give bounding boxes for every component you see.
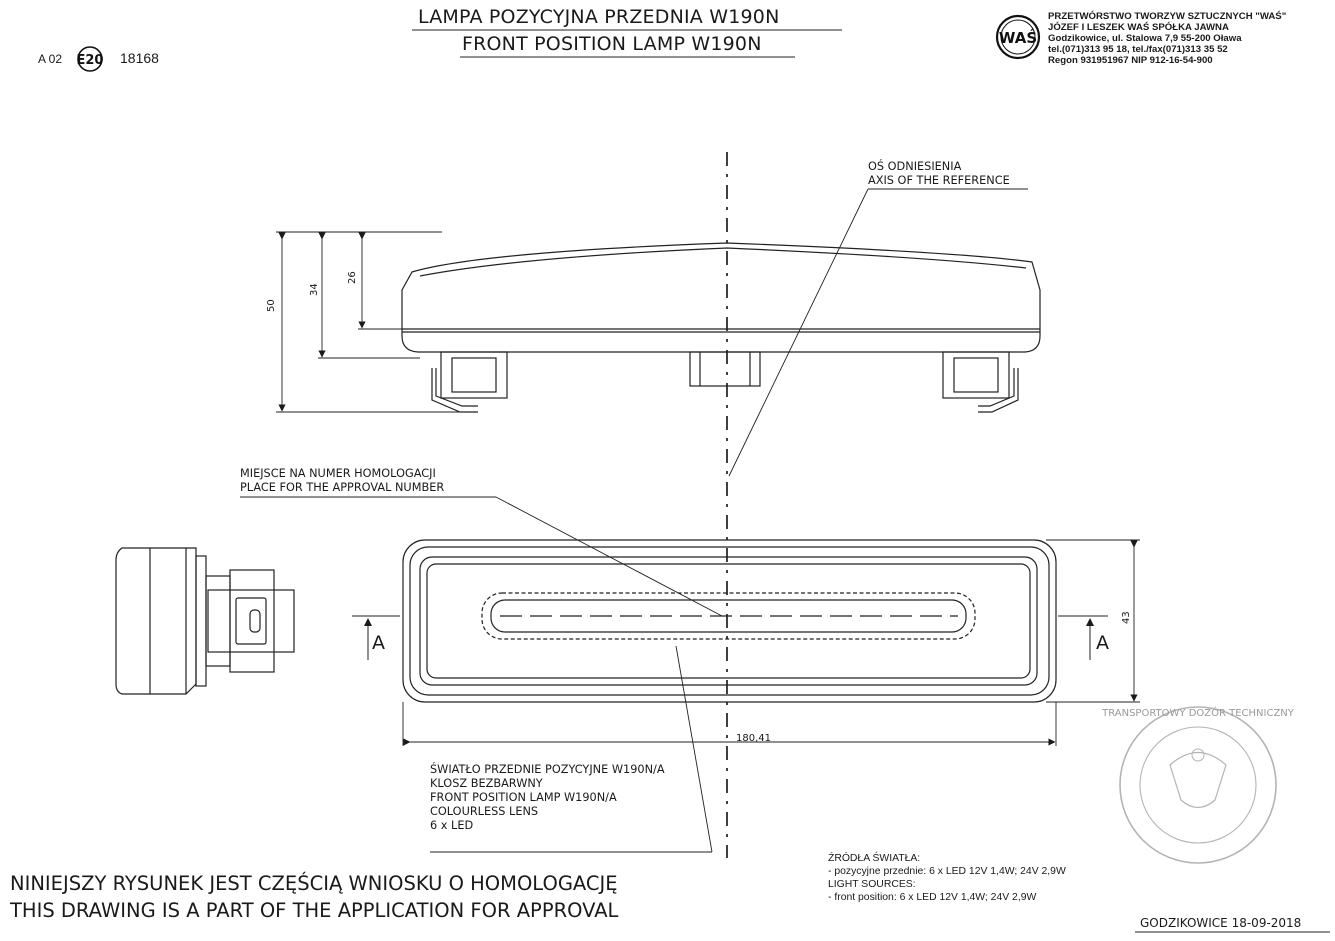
axis-callout-pl: OŚ ODNIESIENIA (868, 160, 962, 173)
depth-dimension (1046, 539, 1140, 703)
light-sources-line: ŹRÓDŁA ŚWIATŁA: (828, 853, 921, 864)
lamp-side-view (401, 242, 1041, 413)
e-mark-icon: E20 (77, 46, 104, 72)
lamp-callout-line: KLOSZ BEZBARWNY (430, 777, 543, 790)
section-mark-left: A (372, 632, 385, 654)
lamp-callout-leader (430, 645, 713, 853)
light-sources-line: LIGHT SOURCES: (828, 879, 916, 890)
homologation-callout: MIEJSCE NA NUMER HOMOLOGACJI PLACE FOR T… (240, 467, 444, 495)
company-line: Regon 931951967 NIP 912-16-54-900 (1048, 55, 1213, 66)
axis-callout-leader (728, 188, 1028, 477)
light-sources: ŹRÓDŁA ŚWIATŁA: - pozycyjne przednie: 6 … (828, 852, 1066, 904)
axis-callout-en: AXIS OF THE REFERENCE (868, 174, 1010, 187)
official-stamp-icon (1119, 706, 1277, 864)
lamp-callout-line: 6 x LED (430, 819, 474, 832)
height-dimensions (276, 231, 470, 413)
company-line: PRZETWÓRSTWO TWORZYW SZTUCZNYCH "WAŚ" (1048, 11, 1287, 22)
lamp-end-view (115, 547, 295, 695)
title-english: FRONT POSITION LAMP W190N (462, 33, 762, 55)
lamp-callout-line: ŚWIATŁO PRZEDNIE POZYCYJNE W190N/A (430, 763, 665, 776)
axis-callout: OŚ ODNIESIENIA AXIS OF THE REFERENCE (868, 160, 1010, 188)
homologation-callout-leader (240, 496, 723, 617)
title-polish: LAMPA POZYCYJNA PRZEDNIA W190N (418, 6, 780, 28)
company-info: PRZETWÓRSTWO TWORZYW SZTUCZNYCH "WAŚ" JÓ… (1048, 11, 1286, 66)
company-logo-icon: WAŚ (995, 14, 1041, 60)
company-line: Godzikowice, ul. Stalowa 7,9 55-200 Oław… (1048, 33, 1242, 44)
statement-polish: NINIEJSZY RYSUNEK JEST CZĘŚCIĄ WNIOSKU O… (10, 872, 618, 895)
stamp-text: TRANSPORTOWY DOZÓR TECHNICZNY (1101, 706, 1295, 719)
light-sources-line: - front position: 6 x LED 12V 1,4W; 24V … (828, 892, 1037, 903)
section-arrows (352, 615, 1108, 660)
section-mark-right: A (1096, 632, 1109, 654)
width-dimension (402, 702, 1057, 746)
lamp-callout: ŚWIATŁO PRZEDNIE POZYCYJNE W190N/A KLOSZ… (430, 763, 665, 833)
approval-number: 18168 (120, 50, 159, 66)
homologation-callout-pl: MIEJSCE NA NUMER HOMOLOGACJI (240, 467, 436, 480)
svg-text:E20: E20 (77, 53, 104, 68)
statement-english: THIS DRAWING IS A PART OF THE APPLICATIO… (10, 899, 619, 922)
lamp-callout-line: FRONT POSITION LAMP W190N/A (430, 791, 617, 804)
light-sources-line: - pozycyjne przednie: 6 x LED 12V 1,4W; … (828, 866, 1066, 877)
approval-mark: A 02 18168 (38, 50, 159, 66)
lamp-front-view (402, 539, 1057, 703)
lamp-callout-line: COLOURLESS LENS (430, 805, 539, 818)
approval-prefix: A 02 (38, 52, 63, 66)
company-line: JÓZEF I LESZEK WAŚ SPÓŁKA JAWNA (1048, 22, 1229, 33)
company-line: tel.(071)313 95 18, tel./fax(071)313 35 … (1048, 44, 1228, 55)
place-date: GODZIKOWICE 18-09-2018 (1140, 916, 1302, 930)
svg-text:WAŚ: WAŚ (999, 28, 1037, 47)
homologation-callout-en: PLACE FOR THE APPROVAL NUMBER (240, 481, 445, 494)
